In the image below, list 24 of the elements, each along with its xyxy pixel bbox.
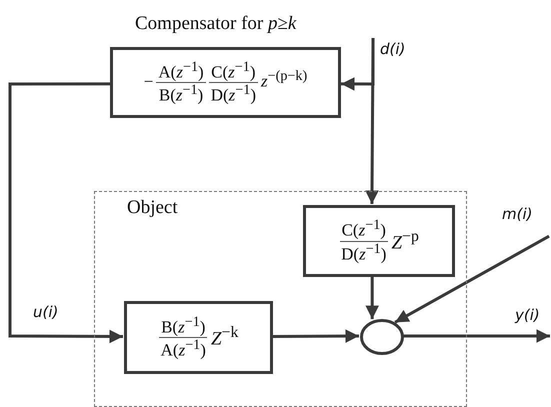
group-label: Object: [127, 198, 178, 219]
delay-term: z$^{−(p−k)}$: [261, 69, 308, 92]
arrow: [272, 329, 360, 343]
signal-label: d(i): [380, 40, 406, 58]
edge-label: y(i): [514, 306, 541, 324]
fraction: A(z$^{−1}$) B(z$^{−1}$): [156, 60, 206, 106]
arrow: [8, 82, 123, 344]
block-caption: Compensator for p≥k: [135, 13, 296, 35]
signal-label: m(i): [502, 205, 532, 223]
delay-term: Z$^{−k}$: [210, 324, 238, 351]
transfer-function-box: [303, 205, 455, 277]
fraction: B(z$^{−1}$) A(z$^{−1}$): [158, 314, 208, 360]
transfer-function-box: [124, 301, 273, 374]
fraction: C(z$^{−1}$) D(z$^{−1}$): [339, 218, 388, 264]
arrow: [394, 234, 550, 324]
arrow: [403, 329, 550, 343]
delay-term: Z$^{−p}$: [391, 228, 419, 254]
edge-label: u(i): [32, 303, 60, 321]
arrow: [365, 274, 379, 320]
transfer-function-box: [110, 47, 341, 118]
arrow: [365, 38, 379, 204]
dashed-group-frame: [94, 191, 467, 407]
minus-sign: −: [144, 73, 154, 92]
fraction: C(z$^{−1}$) D(z$^{−1}$): [208, 60, 258, 106]
